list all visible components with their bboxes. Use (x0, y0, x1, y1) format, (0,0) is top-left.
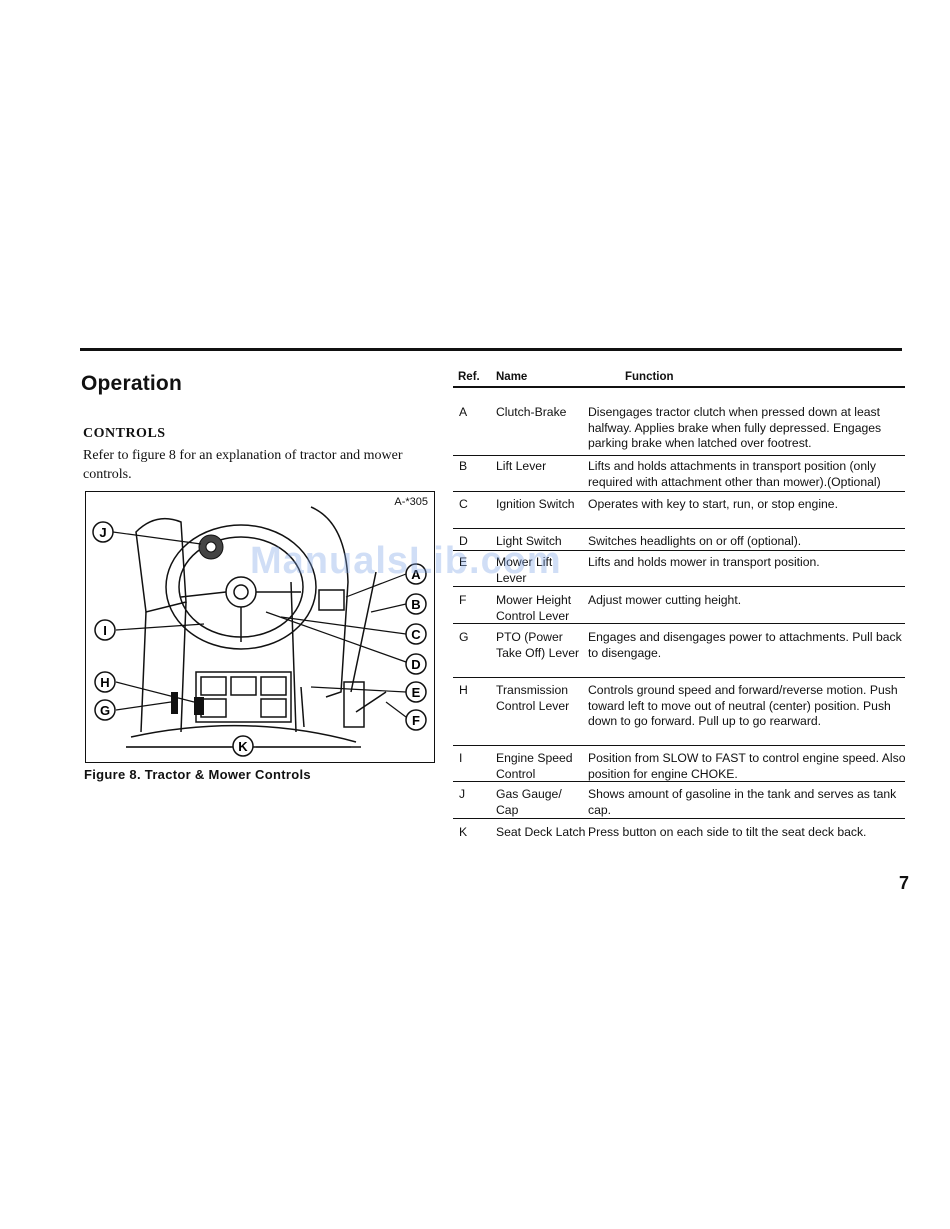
row-ref: D (459, 534, 468, 548)
table-header-ref: Ref. (458, 371, 480, 383)
svg-text:F: F (412, 713, 420, 728)
row-ref: A (459, 405, 468, 419)
table-header-rule (453, 386, 905, 388)
row-ref: J (459, 787, 466, 801)
top-rule (80, 348, 902, 351)
row-name: Ignition Switch (496, 497, 575, 511)
svg-text:J: J (99, 525, 106, 540)
row-ref: E (459, 555, 468, 569)
row-name: Lift Lever (496, 459, 547, 473)
figure-caption: Figure 8. Tractor & Mower Controls (84, 767, 311, 782)
callout-g: G (94, 699, 116, 721)
svg-text:K: K (238, 739, 248, 754)
callout-b: B (405, 593, 427, 615)
intro-text: Refer to figure 8 for an explanation of … (83, 448, 403, 482)
callout-f: F (405, 709, 427, 731)
tractor-illustration: J I H G A B C D E F K (92, 506, 427, 757)
svg-text:D: D (411, 657, 420, 672)
callout-j: J (92, 521, 114, 543)
row-name: Clutch-Brake (496, 405, 567, 419)
row-divider (453, 586, 905, 587)
row-divider (453, 623, 905, 624)
callout-e: E (405, 681, 427, 703)
row-divider (453, 491, 905, 492)
table-header-function: Function (625, 371, 674, 383)
svg-text:G: G (100, 703, 110, 718)
row-function: Shows amount of gasoline in the tank and… (588, 787, 897, 817)
row-ref: I (459, 751, 463, 765)
callout-h: H (94, 671, 116, 693)
svg-text:I: I (103, 623, 107, 638)
figure-tractor-controls: A-*305 (85, 491, 435, 763)
row-divider (453, 781, 905, 782)
row-ref: H (459, 683, 468, 697)
figure-code: A-*305 (394, 496, 428, 508)
svg-text:A: A (411, 567, 421, 582)
svg-text:C: C (411, 627, 421, 642)
row-name: Transmission Control Lever (496, 683, 570, 713)
row-function: Switches headlights on or off (optional)… (588, 534, 802, 548)
row-name: Gas Gauge/ Cap (496, 787, 562, 817)
row-ref: F (459, 593, 467, 607)
svg-text:E: E (412, 685, 421, 700)
row-function: Operates with key to start, run, or stop… (588, 497, 838, 511)
row-name: Mower Height Control Lever (496, 593, 572, 623)
row-name: Seat Deck Latch (496, 825, 586, 839)
row-name: Light Switch (496, 534, 562, 548)
row-name: Engine Speed Control (496, 751, 573, 781)
row-name: PTO (Power Take Off) Lever (496, 630, 580, 660)
callout-i: I (94, 619, 116, 641)
svg-text:H: H (100, 675, 109, 690)
section-heading: CONTROLS (83, 426, 166, 441)
row-function: Lifts and holds attachments in transport… (588, 459, 881, 489)
svg-text:B: B (411, 597, 420, 612)
row-ref: C (459, 497, 468, 511)
row-function: Controls ground speed and forward/revers… (588, 683, 898, 728)
row-ref: B (459, 459, 468, 473)
row-ref: G (459, 630, 469, 644)
page-title: Operation (81, 372, 182, 395)
callout-a: A (405, 563, 427, 585)
row-function: Press button on each side to tilt the se… (588, 825, 867, 839)
row-ref: K (459, 825, 468, 839)
callout-k: K (232, 735, 254, 757)
row-function: Adjust mower cutting height. (588, 593, 742, 607)
callout-d: D (405, 653, 427, 675)
row-divider (453, 455, 905, 456)
table-header-name: Name (496, 371, 528, 383)
page-number: 7 (899, 873, 910, 893)
row-divider (453, 818, 905, 819)
row-function: Position from SLOW to FAST to control en… (588, 751, 906, 781)
row-divider (453, 677, 905, 678)
row-divider (453, 550, 905, 551)
row-function: Disengages tractor clutch when pressed d… (588, 405, 882, 450)
row-function: Engages and disengages power to attachme… (588, 630, 902, 660)
row-name: Mower Lift Lever (496, 555, 553, 585)
row-function: Lifts and holds mower in transport posit… (588, 555, 820, 569)
row-divider (453, 745, 905, 746)
callout-c: C (405, 623, 427, 645)
row-divider (453, 528, 905, 529)
